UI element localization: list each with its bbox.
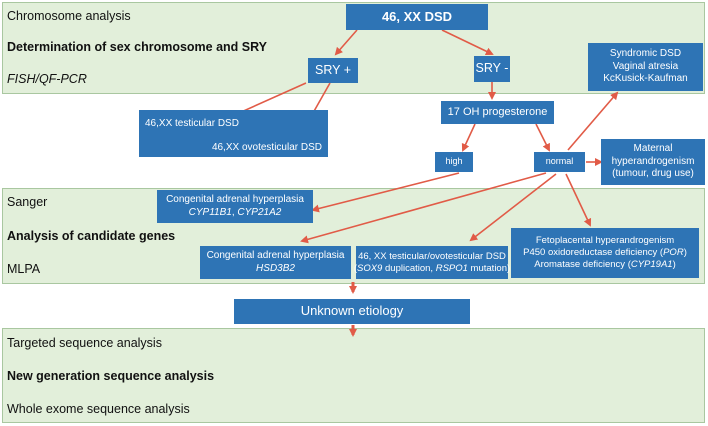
gene-cyp19a1: CYP19A1 <box>630 258 673 270</box>
arrow-root-to-sry-neg <box>441 29 494 56</box>
arrow-normal-to-cah2 <box>300 172 547 244</box>
gene-rspo1: RSPO1 <box>435 262 468 274</box>
label-new-generation-sequence: New generation sequence analysis <box>7 369 215 383</box>
node-fetoplacental-hyperandrogenism: Fetoplacental hyperandrogenism P450 oxid… <box>511 228 699 278</box>
node-cah-cyp11b1-cyp21a2: Congenital adrenal hyperplasia CYP11B1, … <box>157 190 313 223</box>
node-cah-hsd3b2: Congenital adrenal hyperplasia HSD3B2 <box>200 246 351 279</box>
label-chromosome-analysis: Chromosome analysis <box>7 9 131 23</box>
label-whole-exome: Whole exome sequence analysis <box>7 402 190 416</box>
node-46xx-dsd: 46, XX DSD <box>346 4 488 30</box>
arrow-progesterone-to-high <box>461 123 476 152</box>
label-targeted-sequence: Targeted sequence analysis <box>7 336 162 350</box>
node-normal: normal <box>534 152 585 172</box>
arrow-normal-to-syndromic <box>567 91 619 151</box>
node-sry-positive: SRY + <box>308 58 358 83</box>
gene-hsd3b2: HSD3B2 <box>256 262 295 274</box>
band-sequence-analysis <box>2 328 705 423</box>
gene-por: POR <box>663 247 684 259</box>
gene-cyp11b1: CYP11B1 <box>188 206 232 218</box>
arrow-normal-to-fetoplacental <box>565 173 592 227</box>
label-analysis-candidate-genes: Analysis of candidate genes <box>7 229 176 243</box>
node-high: high <box>435 152 473 172</box>
label-fish-qf-pcr: FISH/QF-PCR <box>7 72 87 86</box>
node-46xx-testicular-dsd: 46,XX testicular DSD 46,XX ovotesticular… <box>139 110 328 157</box>
label-determination-sex-chromosome: Determination of sex chromosome and SRY <box>7 40 268 54</box>
node-maternal-hyperandrogenism: Maternal hyperandrogenism (tumour, drug … <box>601 139 705 185</box>
node-17oh-progesterone: 17 OH progesterone <box>441 101 554 124</box>
node-syndromic-dsd: Syndromic DSD Vaginal atresia KcKusick-K… <box>588 43 703 91</box>
node-sry-negative: SRY - <box>474 56 510 82</box>
arrow-high-to-cah1 <box>311 172 460 213</box>
arrow-root-to-sry-pos <box>334 29 358 56</box>
label-sanger: Sanger <box>7 195 48 209</box>
arrow-progesterone-to-normal <box>535 123 550 152</box>
label-mlpa: MLPA <box>7 262 41 276</box>
node-46xx-testicular-ovotesticular-genes: 46, XX testicular/ovotesticular DSD (SOX… <box>354 246 510 279</box>
node-unknown-etiology: Unknown etiology <box>234 299 470 324</box>
gene-cyp21a2: CYP21A2 <box>237 206 282 218</box>
arrow-normal-to-testicular-gene <box>469 173 557 242</box>
gene-sox9: SOX9 <box>357 262 383 274</box>
